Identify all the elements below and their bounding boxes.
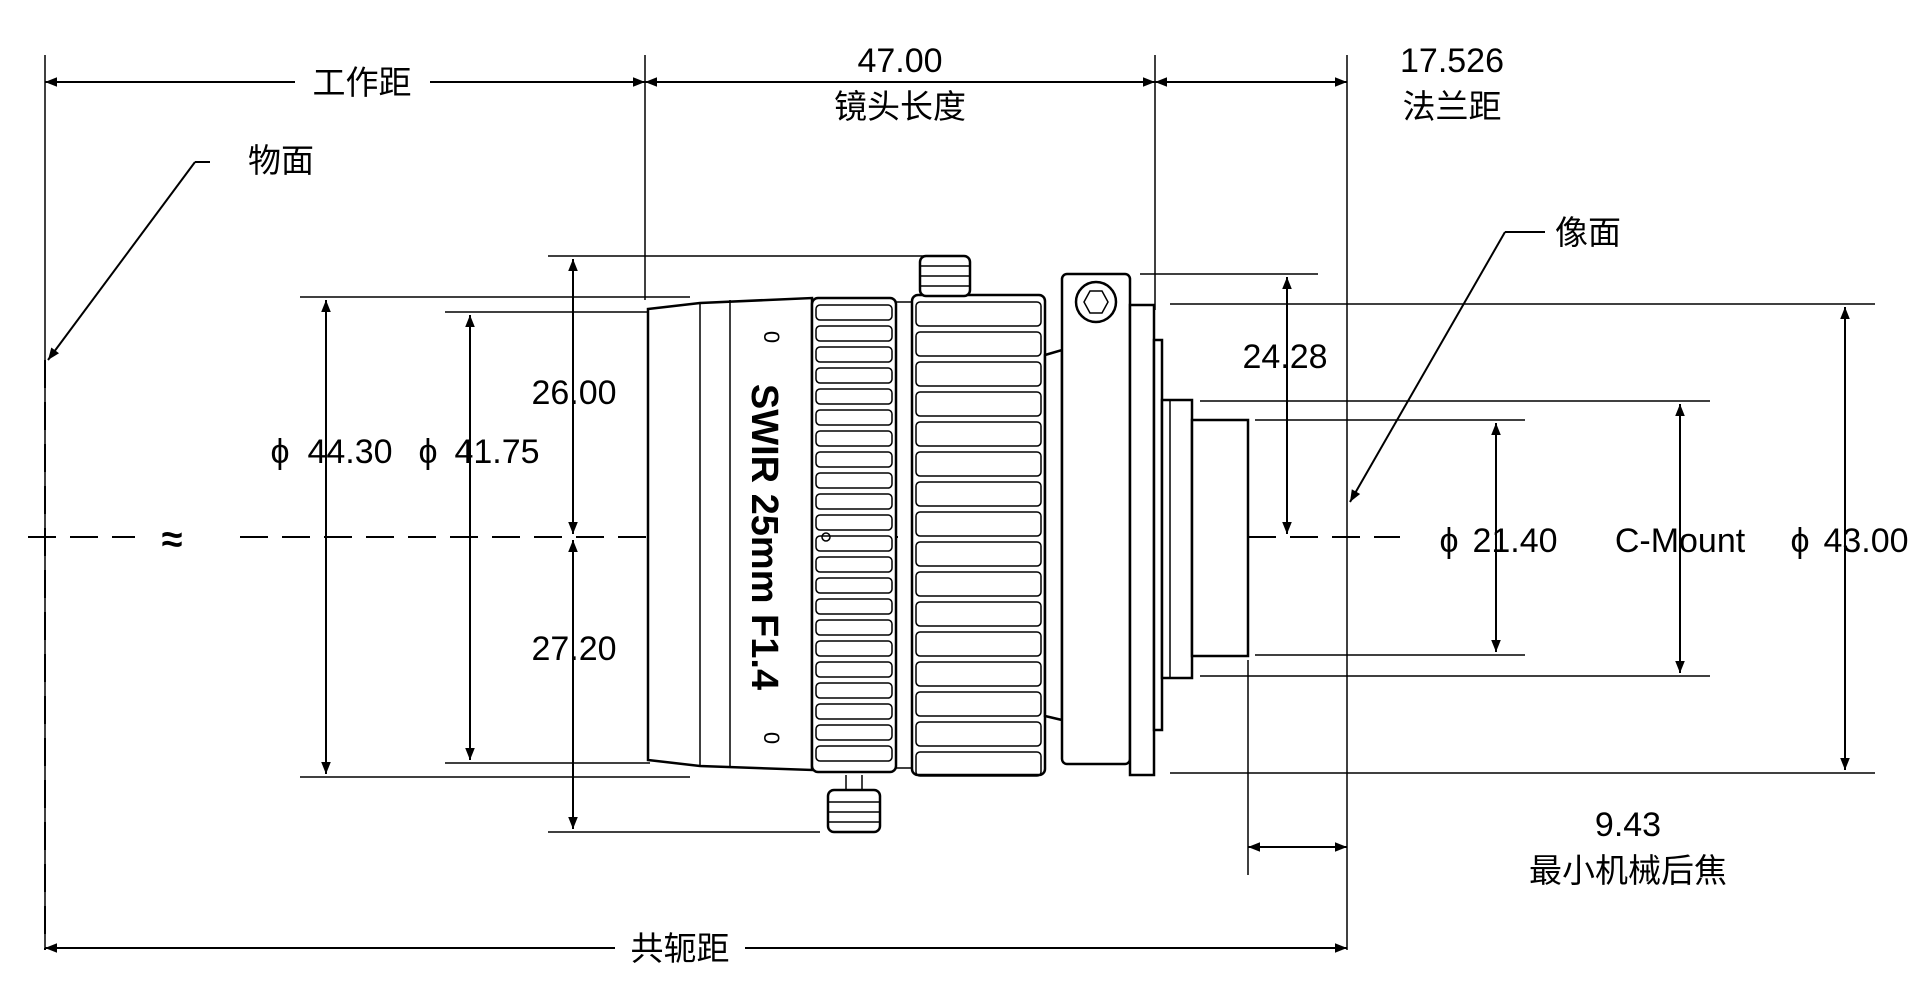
knurl-rib (815, 472, 893, 489)
knurl-rib (915, 751, 1042, 777)
dim-back-focus: 9.43 最小机械后焦 (1247, 660, 1727, 889)
knurl-rib (815, 745, 893, 762)
flange-label: 法兰距 (1403, 88, 1502, 125)
focus-ring-knurl (815, 304, 893, 762)
object-plane-leader: 物面 (47, 142, 314, 361)
knurl-rib (915, 391, 1042, 417)
dia-inner-value: 41.75 (454, 433, 539, 471)
approx-symbol: ≈ (162, 519, 183, 561)
knurl-rib (915, 721, 1042, 747)
bottom-set-screw (826, 788, 882, 834)
working-distance-label: 工作距 (313, 64, 412, 101)
knurl-rib (915, 511, 1042, 537)
dim-dia-outer: ϕ 44.30 (270, 296, 690, 778)
knurl-rib (915, 301, 1042, 327)
lens-length-label: 镜头长度 (834, 88, 966, 125)
front-upper-value: 26.00 (531, 374, 616, 412)
rear-height-value: 24.28 (1242, 338, 1327, 376)
mount-type-label: C-Mount (1615, 522, 1746, 560)
knurl-rib (915, 691, 1042, 717)
dim-working-distance: 工作距 (45, 64, 645, 101)
knurl-rib (815, 430, 893, 447)
knurl-rib (815, 451, 893, 468)
knurl-rib (815, 556, 893, 573)
conjugate-label: 共轭距 (631, 930, 730, 967)
knurl-rib (915, 331, 1042, 357)
dim-front-lower: 27.20 (531, 540, 820, 833)
knurl-rib (815, 577, 893, 594)
dim-flange-distance: 17.526 法兰距 (1155, 42, 1504, 125)
back-focus-label: 最小机械后焦 (1529, 852, 1727, 889)
knurl-rib (815, 304, 893, 321)
knurl-rib (815, 535, 893, 552)
lens-marking: SWIR 25mm F1.4 (743, 384, 785, 690)
knurl-rib (915, 601, 1042, 627)
dia-flange-value: 43.00 (1823, 522, 1908, 560)
lens-body (646, 254, 1250, 834)
knurl-rib (815, 598, 893, 615)
dia-inner-symbol: ϕ (418, 433, 437, 471)
knurl-rib (815, 640, 893, 657)
iris-ring-knurl (915, 301, 1042, 777)
scale-mark-top: 0 (759, 331, 784, 343)
front-lower-value: 27.20 (531, 630, 616, 668)
knurl-rib (915, 451, 1042, 477)
scale-mark-bottom: 0 (759, 732, 784, 744)
knurl-rib (815, 388, 893, 405)
lens-length-value: 47.00 (857, 42, 942, 80)
knurl-rib (915, 571, 1042, 597)
dim-c-mount: C-Mount (1200, 400, 1746, 677)
flange-value: 17.526 (1400, 42, 1504, 80)
image-plane-label: 像面 (1555, 214, 1621, 251)
knurl-rib (815, 346, 893, 363)
knurl-rib (915, 361, 1042, 387)
knurl-rib (815, 724, 893, 741)
index-dot (821, 532, 831, 542)
object-plane-label: 物面 (248, 142, 314, 179)
knurl-rib (815, 325, 893, 342)
hex-screw (1074, 280, 1118, 324)
dia-mount-symbol: ϕ (1439, 522, 1458, 560)
knurl-rib (815, 493, 893, 510)
knurl-rib (815, 661, 893, 678)
knurl-rib (915, 421, 1042, 447)
image-plane-leader: 像面 (1349, 214, 1621, 503)
knurl-rib (815, 409, 893, 426)
back-focus-value: 9.43 (1595, 806, 1661, 844)
knurl-rib (815, 367, 893, 384)
dim-conjugate: 共轭距 (45, 930, 1347, 967)
dim-dia-inner: ϕ 41.75 (418, 311, 650, 764)
dim-rear-height: 24.28 (1140, 273, 1328, 534)
knurl-rib (915, 631, 1042, 657)
knurl-rib (915, 481, 1042, 507)
dia-flange-symbol: ϕ (1790, 522, 1809, 560)
knurl-rib (815, 619, 893, 636)
knurl-rib (815, 514, 893, 531)
dia-outer-symbol: ϕ (270, 433, 289, 471)
dia-mount-value: 21.40 (1472, 522, 1557, 560)
knurl-rib (915, 541, 1042, 567)
knurl-rib (815, 682, 893, 699)
dim-lens-length: 47.00 镜头长度 (645, 42, 1155, 125)
dim-dia-flange: ϕ 43.00 (1170, 303, 1909, 774)
dia-outer-value: 44.30 (307, 433, 392, 471)
dim-dia-mount: ϕ 21.40 (1255, 419, 1558, 656)
knurl-rib (915, 661, 1042, 687)
dim-front-upper: 26.00 (531, 255, 945, 534)
knurl-rib (815, 703, 893, 720)
